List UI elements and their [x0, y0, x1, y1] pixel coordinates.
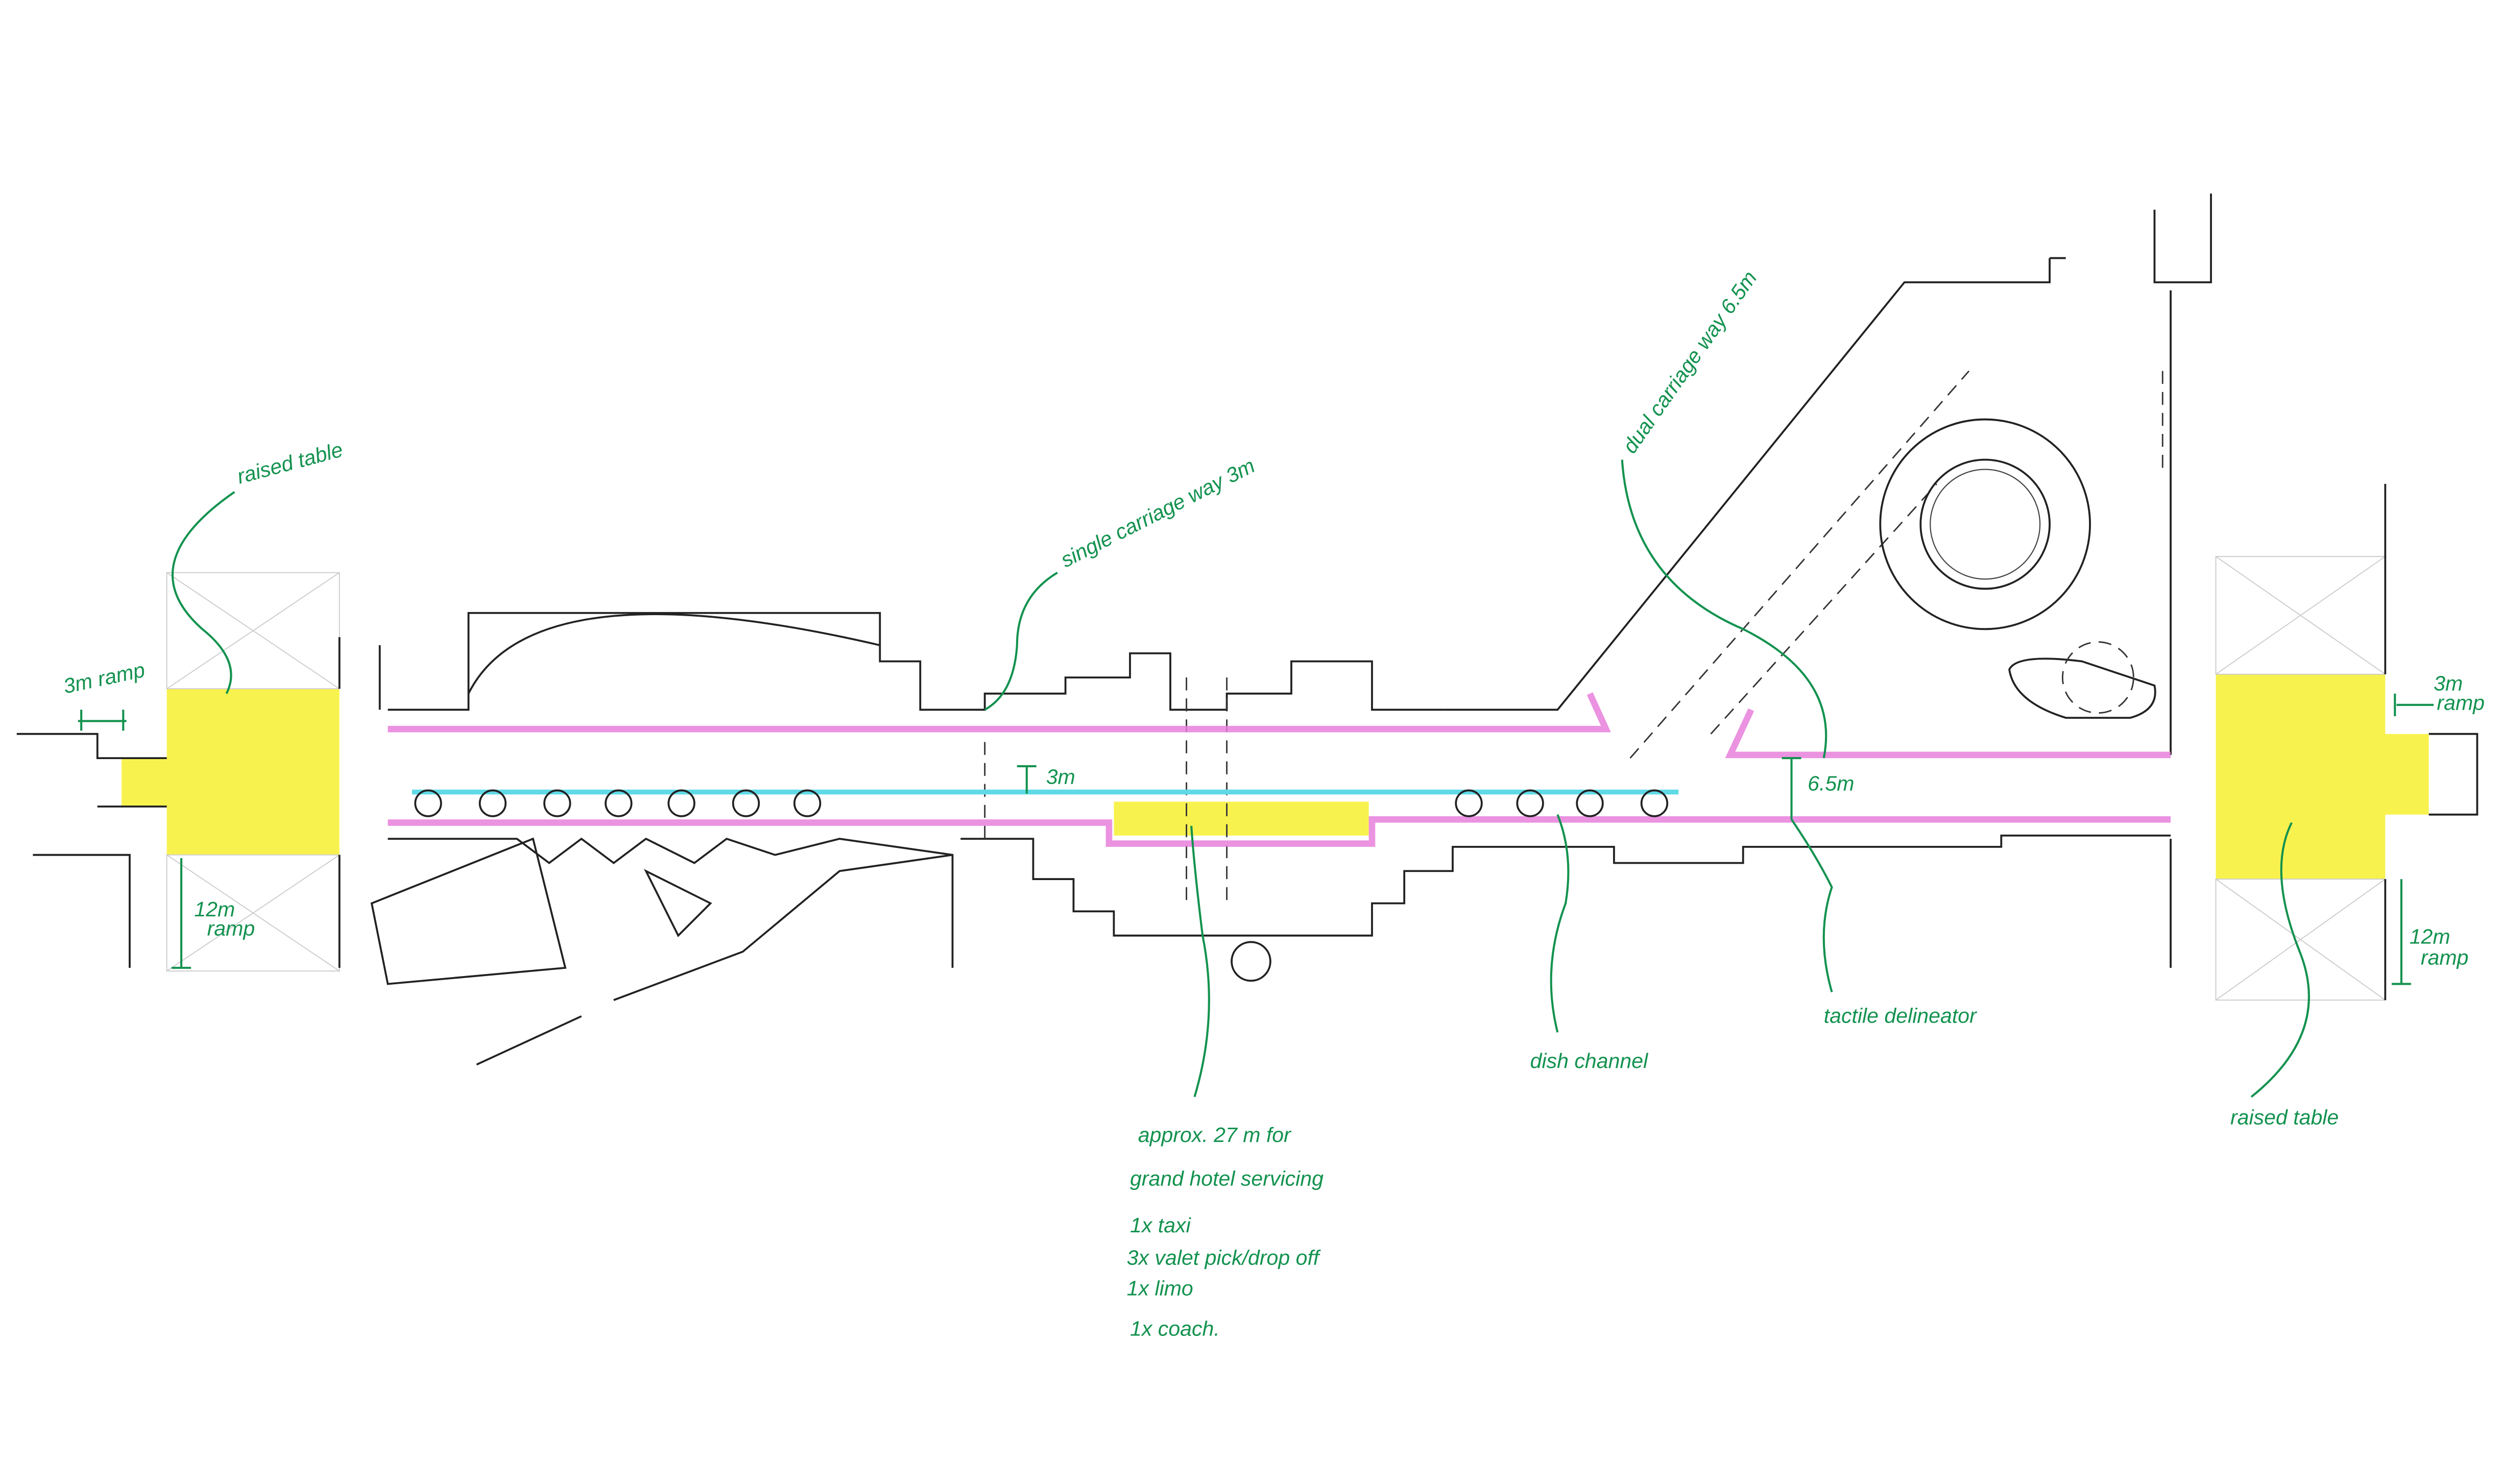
servicing-note: approx. 27 m for grand hotel servicing 1… [1127, 1123, 1324, 1340]
label-ramp-left: ramp [207, 917, 255, 940]
kerb-lines [388, 692, 2171, 847]
label-ramp-right-2: ramp [2421, 946, 2469, 969]
bollards [414, 789, 1669, 817]
label-dish-channel: dish channel [1530, 1049, 1649, 1073]
ramp-markings [166, 556, 2386, 1001]
label-width-3m: 3m [1046, 765, 1075, 789]
servicing-item: 1x taxi [1130, 1213, 1192, 1237]
servicing-note-line1: approx. 27 m for [1138, 1123, 1292, 1147]
servicing-item: 1x coach. [1130, 1317, 1220, 1340]
vehicle-outline [2008, 658, 2156, 719]
label-3m-right: 3m [2434, 671, 2463, 695]
label-3m-ramp-left: 3m ramp [61, 658, 147, 698]
servicing-note-line2: grand hotel servicing [1130, 1166, 1324, 1190]
label-dual-carriageway: dual carriage way 6.5m [1618, 266, 1762, 457]
servicing-item: 1x limo [1127, 1276, 1193, 1300]
raised-table-right [2216, 674, 2429, 880]
label-tactile-delineator: tactile delineator [1824, 1004, 1978, 1027]
building-outlines [16, 193, 2479, 1066]
servicing-bay [1114, 801, 1369, 836]
label-12m-right: 12m [2410, 925, 2450, 948]
roundabout [1879, 418, 2091, 630]
label-raised-table-right: raised table [2230, 1105, 2339, 1129]
label-ramp-right: ramp [2437, 691, 2485, 714]
label-width-6-5m: 6.5m [1808, 771, 1854, 795]
label-12m-left: 12m [194, 897, 235, 921]
raised-table-left [122, 689, 340, 855]
turning-circle [2061, 641, 2134, 714]
servicing-item: 3x valet pick/drop off [1127, 1246, 1321, 1269]
label-single-carriageway: single carriage way 3m [1057, 454, 1259, 572]
label-raised-table-left: raised table [234, 437, 345, 488]
annotation-leaders [78, 459, 2434, 1098]
